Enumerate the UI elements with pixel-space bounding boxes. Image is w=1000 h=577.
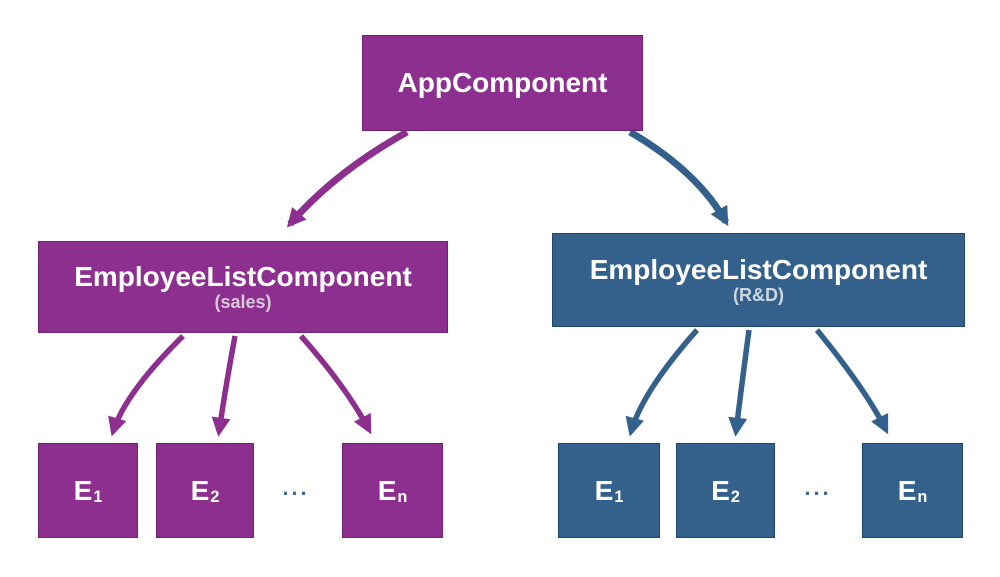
arrow-app-to-sales — [286, 128, 409, 228]
employee-label: E1 — [594, 474, 624, 507]
employee-label: En — [897, 474, 928, 507]
employee-node-rd-en: En — [862, 443, 963, 538]
app-component-node: AppComponent — [362, 35, 643, 131]
employee-list-rd-subtitle: (R&D) — [733, 284, 784, 305]
employee-node-rd-e2: E2 — [676, 443, 775, 538]
employee-node-sales-e1: E1 — [38, 443, 138, 538]
employee-label: E1 — [73, 474, 103, 507]
employee-label: E2 — [711, 474, 740, 507]
employee-node-rd-e1: E1 — [558, 443, 660, 538]
arrow-sales-to-en — [298, 334, 372, 435]
employee-node-sales-e2: E2 — [156, 443, 254, 538]
app-component-label: AppComponent — [397, 67, 608, 98]
arrow-rd-to-e1 — [625, 328, 700, 437]
arrow-rd-to-e2 — [728, 329, 752, 437]
employee-label: En — [377, 474, 408, 507]
employee-list-rd-title: EmployeeListComponent — [589, 253, 928, 285]
arrow-rd-to-en — [814, 328, 889, 435]
employee-node-sales-en: En — [342, 443, 443, 538]
arrow-sales-to-e2 — [211, 335, 238, 437]
employee-label: E2 — [190, 474, 220, 507]
arrow-sales-to-e1 — [108, 334, 185, 437]
ellipsis-sales: ... — [282, 475, 310, 500]
arrow-app-to-rd — [628, 128, 730, 227]
employee-list-sales-node: EmployeeListComponent (sales) — [38, 241, 448, 333]
employee-list-rd-node: EmployeeListComponent (R&D) — [552, 233, 965, 327]
ellipsis-rd: ... — [804, 475, 832, 500]
employee-list-sales-subtitle: (sales) — [214, 291, 272, 312]
employee-list-sales-title: EmployeeListComponent — [74, 260, 412, 292]
